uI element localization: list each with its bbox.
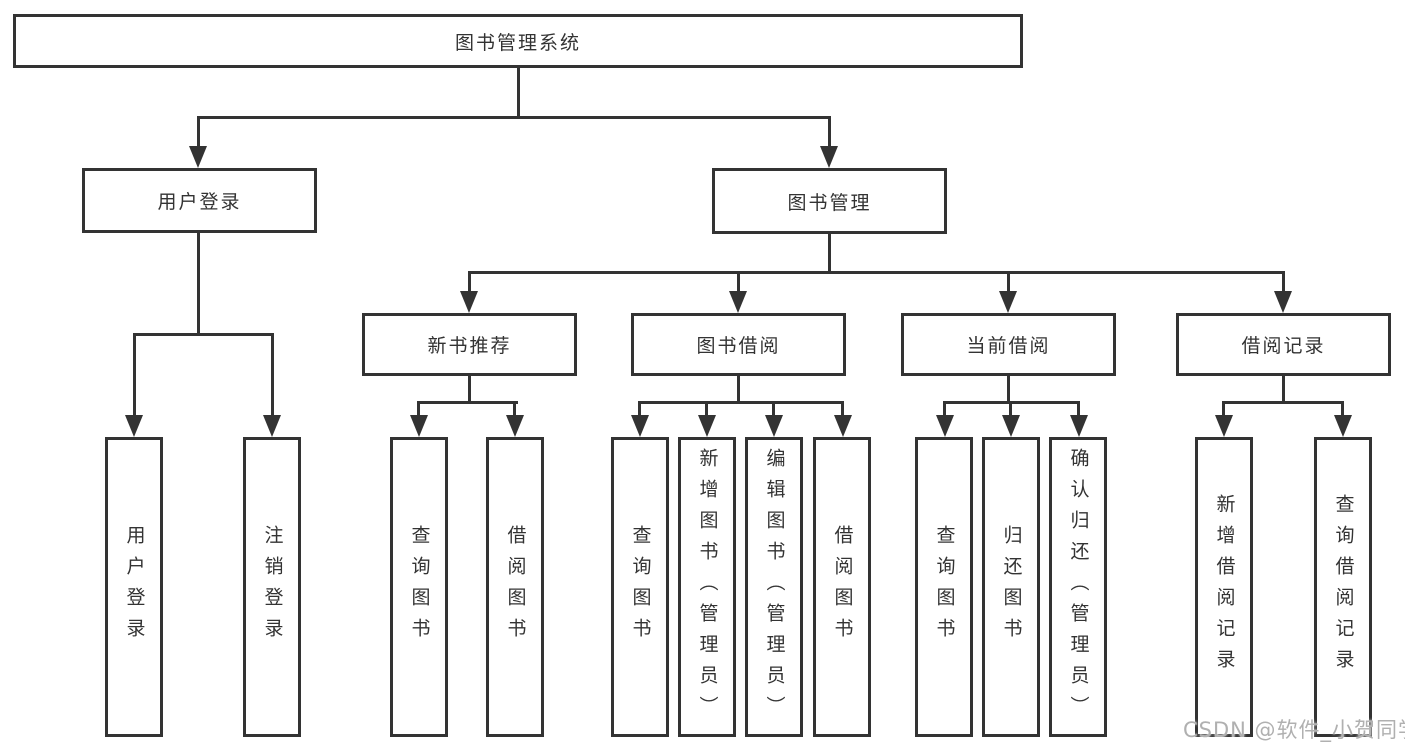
connector-line (1282, 271, 1285, 295)
leaf-user-login-label: 用户登录 (123, 525, 146, 649)
node-borrowing-records-label: 借阅记录 (1241, 335, 1326, 357)
connector-line (468, 271, 1285, 274)
node-new-book-recommendation: 新书推荐 (362, 313, 577, 376)
node-current-borrowing: 当前借阅 (901, 313, 1116, 376)
connector-line (737, 376, 740, 404)
arrow-down-icon (263, 415, 281, 437)
node-current-borrowing-label: 当前借阅 (966, 335, 1051, 357)
connector-line (1009, 401, 1012, 417)
connector-line (133, 333, 136, 417)
connector-line (1007, 376, 1010, 404)
connector-line (772, 401, 775, 417)
node-user-login-label: 用户登录 (157, 191, 242, 213)
arrow-down-icon (1274, 291, 1292, 313)
connector-line (638, 401, 641, 417)
arrow-down-icon (729, 291, 747, 313)
csdn-watermark: CSDN @软件_小贺同学 (1183, 718, 1405, 742)
connector-line (1222, 401, 1344, 404)
leaf-bb-query-books: 查询图书 (611, 437, 669, 737)
arrow-down-icon (820, 146, 838, 168)
connector-line (517, 68, 520, 118)
leaf-cb-return-books-label: 归还图书 (1000, 525, 1023, 649)
node-book-borrowing: 图书借阅 (631, 313, 846, 376)
connector-line (468, 271, 471, 295)
connector-line (1341, 401, 1344, 417)
node-root: 图书管理系统 (13, 14, 1023, 68)
connector-line (737, 271, 740, 295)
arrow-down-icon (631, 415, 649, 437)
connector-line (198, 116, 831, 119)
leaf-cb-query-books-label: 查询图书 (933, 525, 956, 649)
arrow-down-icon (1334, 415, 1352, 437)
leaf-logout: 注销登录 (243, 437, 301, 737)
arrow-down-icon (698, 415, 716, 437)
leaf-br-add-record: 新增借阅记录 (1195, 437, 1253, 737)
connector-line (417, 401, 420, 417)
connector-line (705, 401, 708, 417)
connector-line (513, 401, 516, 417)
arrow-down-icon (936, 415, 954, 437)
leaf-cb-query-books: 查询图书 (915, 437, 973, 737)
arrow-down-icon (1215, 415, 1233, 437)
leaf-br-query-record-label: 查询借阅记录 (1332, 494, 1355, 680)
leaf-bb-borrow-books: 借阅图书 (813, 437, 871, 737)
leaf-bb-edit-books-admin-label: 编辑图书（管理员） (763, 447, 786, 727)
connector-line (271, 333, 274, 417)
connector-line (197, 116, 200, 150)
arrow-down-icon (125, 415, 143, 437)
arrow-down-icon (834, 415, 852, 437)
connector-line (841, 401, 844, 417)
leaf-user-login: 用户登录 (105, 437, 163, 737)
arrow-down-icon (1070, 415, 1088, 437)
connector-line (828, 234, 831, 274)
connector-line (943, 401, 946, 417)
leaf-cb-confirm-return-admin-label: 确认归还（管理员） (1067, 447, 1090, 727)
arrow-down-icon (189, 146, 207, 168)
leaf-nb-borrow-books-label: 借阅图书 (504, 525, 527, 649)
arrow-down-icon (1002, 415, 1020, 437)
leaf-logout-label: 注销登录 (261, 525, 284, 649)
node-user-login: 用户登录 (82, 168, 317, 233)
connector-line (1282, 376, 1285, 404)
node-root-label: 图书管理系统 (454, 31, 581, 54)
connector-line (133, 333, 274, 336)
arrow-down-icon (765, 415, 783, 437)
arrow-down-icon (999, 291, 1017, 313)
leaf-nb-query-books: 查询图书 (390, 437, 448, 737)
leaf-br-add-record-label: 新增借阅记录 (1213, 494, 1236, 680)
leaf-bb-add-books-admin-label: 新增图书（管理员） (696, 447, 719, 727)
leaf-nb-borrow-books: 借阅图书 (486, 437, 544, 737)
connector-line (1007, 271, 1010, 295)
leaf-cb-return-books: 归还图书 (982, 437, 1040, 737)
connector-line (1077, 401, 1080, 417)
connector-line (197, 233, 200, 336)
node-book-management-label: 图书管理 (787, 191, 872, 214)
leaf-bb-edit-books-admin: 编辑图书（管理员） (745, 437, 803, 737)
leaf-bb-borrow-books-label: 借阅图书 (831, 525, 854, 649)
node-book-management: 图书管理 (712, 168, 947, 234)
connector-line (468, 376, 471, 404)
connector-line (417, 401, 518, 404)
arrow-down-icon (460, 291, 478, 313)
connector-line (828, 116, 831, 150)
connector-line (1222, 401, 1225, 417)
connector-line (638, 401, 844, 404)
leaf-cb-confirm-return-admin: 确认归还（管理员） (1049, 437, 1107, 737)
leaf-bb-query-books-label: 查询图书 (629, 525, 652, 649)
leaf-br-query-record: 查询借阅记录 (1314, 437, 1372, 737)
arrow-down-icon (506, 415, 524, 437)
node-book-borrowing-label: 图书借阅 (696, 335, 781, 357)
leaf-bb-add-books-admin: 新增图书（管理员） (678, 437, 736, 737)
arrow-down-icon (410, 415, 428, 437)
leaf-nb-query-books-label: 查询图书 (408, 525, 431, 649)
node-borrowing-records: 借阅记录 (1176, 313, 1391, 376)
node-new-book-recommendation-label: 新书推荐 (427, 335, 512, 357)
